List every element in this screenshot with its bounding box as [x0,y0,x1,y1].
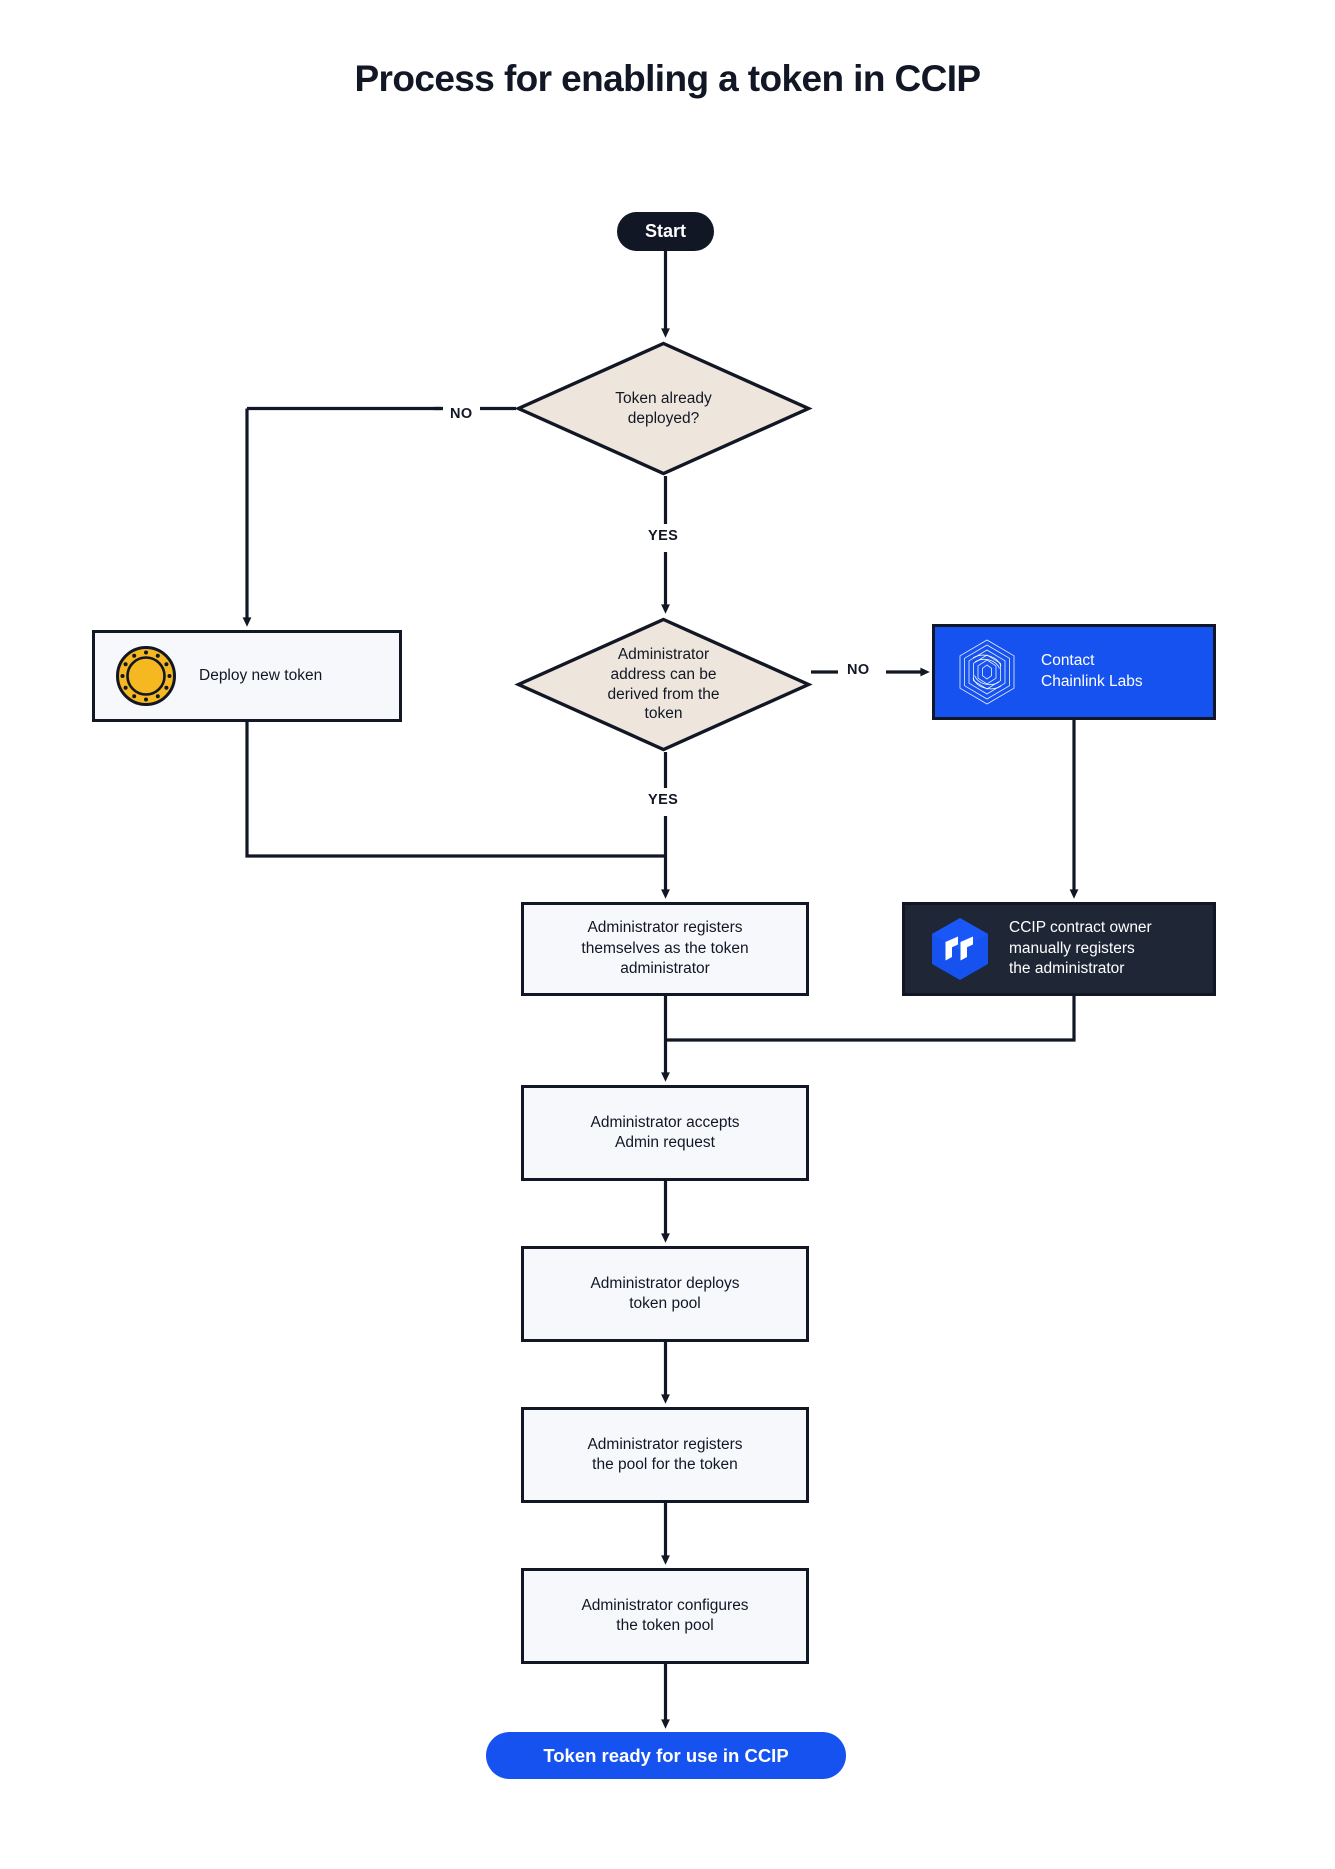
process-label-line1: CCIP contract owner [1009,919,1152,937]
decision-label: Token already deployed? [516,341,811,476]
ccip-cube-logo-icon [932,918,988,980]
process-label: Deploy new token [199,666,322,686]
process-label-line1: Administrator accepts [590,1113,740,1131]
edge-label-no-1: NO [443,404,480,424]
decision-label-line4: token [644,705,683,723]
decision-admin-address-derivable[interactable]: Administrator address can be derived fro… [514,617,813,752]
diamond-shape [514,617,813,752]
gold-coin-icon [116,646,176,706]
edge-label-no-2: NO [840,660,877,680]
start-node[interactable]: Start [617,212,714,251]
process-label-line2: Chainlink Labs [1041,673,1143,690]
process-label-line2: the pool for the token [592,1456,738,1473]
process-contact-chainlink-labs[interactable]: Contact Chainlink Labs [932,624,1216,720]
decision-label-line2: address can be [610,665,717,683]
process-label-line2: the token pool [616,1617,714,1634]
process-label-line3: the administrator [1009,960,1125,978]
process-label-line1: Administrator deploys [590,1274,740,1292]
end-label: Token ready for use in CCIP [543,1744,789,1766]
process-label: Administrator registers the pool for the… [587,1435,742,1476]
decision-token-already-deployed[interactable]: Token already deployed? [514,341,813,476]
process-label: Contact Chainlink Labs [1041,651,1143,693]
process-label-line3: administrator [620,960,710,978]
edge-label-yes-2: YES [641,790,686,810]
end-node-token-ready[interactable]: Token ready for use in CCIP [486,1732,846,1779]
process-admin-configures-token-pool[interactable]: Administrator configures the token pool [521,1568,809,1664]
page-title: Process for enabling a token in CCIP [354,58,981,99]
process-ccip-contract-owner-registers[interactable]: CCIP contract owner manually registers t… [902,902,1216,996]
start-label: Start [644,221,686,241]
process-label-line2: themselves as the token [581,939,749,957]
process-label: CCIP contract owner manually registers t… [1009,918,1152,979]
decision-label-line3: derived from the [607,685,720,703]
decision-label: Administrator address can be derived fro… [516,617,811,752]
process-label-line2: manually registers [1009,939,1135,957]
process-label-line1: Contact [1041,652,1095,670]
process-label-line2: Admin request [615,1134,715,1151]
decision-label-line1: Administrator [617,645,710,663]
process-label: Administrator registers themselves as th… [581,918,748,979]
decision-label-line2: deployed? [627,409,700,427]
process-label: Administrator accepts Admin request [590,1113,739,1154]
diamond-shape [514,341,813,476]
process-label-line1: Deploy new token [199,666,323,684]
process-label-line2: token pool [629,1295,701,1312]
process-label: Administrator deploys token pool [590,1274,739,1315]
process-admin-registers-self[interactable]: Administrator registers themselves as th… [521,902,809,996]
process-deploy-new-token[interactable]: Deploy new token [92,630,402,722]
process-admin-registers-pool[interactable]: Administrator registers the pool for the… [521,1407,809,1503]
edge-label-yes-1: YES [641,526,686,546]
chainlink-labs-logo-icon [959,639,1015,705]
edge-deploy-merge [245,722,666,858]
process-label-line1: Administrator registers [587,1435,743,1453]
process-label-line1: Administrator registers [587,919,743,937]
process-admin-deploys-token-pool[interactable]: Administrator deploys token pool [521,1246,809,1342]
process-label: Administrator configures the token pool [581,1596,748,1637]
process-label-line1: Administrator configures [581,1596,749,1614]
decision-label-line1: Token already [615,389,712,407]
process-admin-accepts-admin-request[interactable]: Administrator accepts Admin request [521,1085,809,1181]
edge-ccipowner-merge [665,996,1076,1042]
